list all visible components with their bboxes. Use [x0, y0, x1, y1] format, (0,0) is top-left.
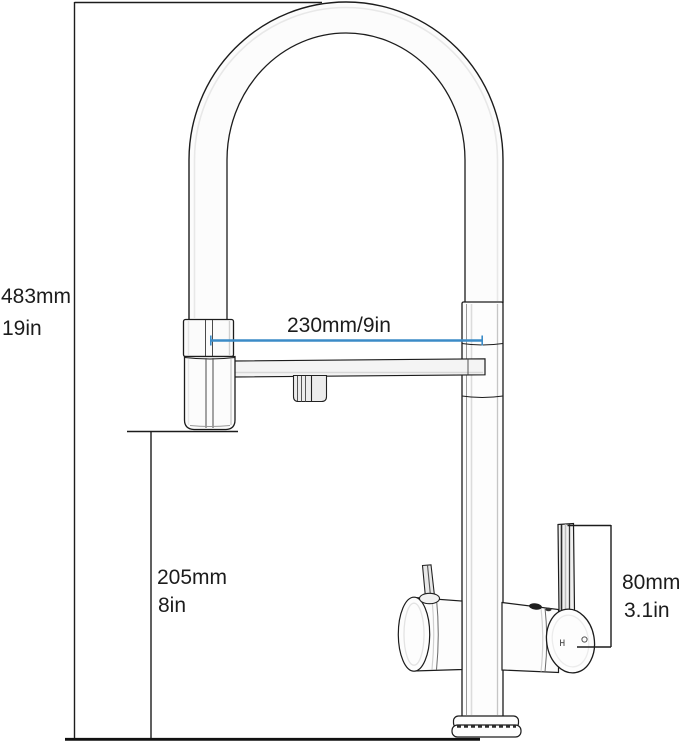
pipe-joint-lower: [461, 395, 504, 399]
hose-fill: [189, 2, 503, 320]
aerator-body: [292, 374, 328, 403]
support-arm: [232, 358, 486, 378]
base-ring-lower: [451, 724, 522, 738]
hose-outer-outline: [188, 1, 504, 320]
aerator: [292, 374, 328, 403]
pulldown-hose-loop: [188, 1, 504, 320]
body-screw-detail: [529, 603, 542, 610]
label-spout-height-mm: 205mm: [157, 566, 227, 589]
hose-inner-outline: [226, 32, 466, 320]
left-lever: [421, 564, 436, 599]
faucet-base: [451, 715, 522, 738]
arm-bar: [232, 358, 486, 378]
dimension-lines-black: [73, 1, 612, 739]
hot-mark: [560, 639, 565, 646]
body-screw-detail-small: [545, 607, 552, 612]
label-spout-height-in: 8in: [158, 594, 186, 617]
body-ring-dark: [436, 598, 439, 670]
hose-shading-line: [193, 6, 499, 318]
label-handle-height-in: 3.1in: [624, 599, 670, 622]
sprayer-wand: [183, 355, 236, 431]
sprayer-head: [182, 318, 236, 431]
body-right-cap: [545, 608, 596, 674]
left-lever-mount: [418, 592, 441, 605]
label-spout-reach: 230mm/9in: [287, 314, 391, 337]
sprayer-joint: [184, 357, 236, 360]
dim-230-blue-line-group: [210, 335, 483, 346]
body-ring-light: [431, 598, 435, 670]
label-total-height-mm: 483mm: [1, 285, 71, 308]
sprayer-bottom-line: [189, 425, 231, 427]
body-ring-light: [540, 607, 544, 672]
cold-mark: [581, 636, 588, 643]
left-lever-shading: [426, 565, 432, 597]
label-handle-height-mm: 80mm: [622, 571, 679, 594]
sprayer-connector: [182, 318, 235, 358]
body-left-cap-shading: [403, 602, 425, 666]
mixer-body-right: [501, 522, 596, 674]
body-right-cap-shading: [551, 614, 590, 668]
body-left-cap: [397, 596, 431, 672]
label-total-height-in: 19in: [2, 317, 42, 340]
mixer-body-left: [397, 564, 463, 672]
